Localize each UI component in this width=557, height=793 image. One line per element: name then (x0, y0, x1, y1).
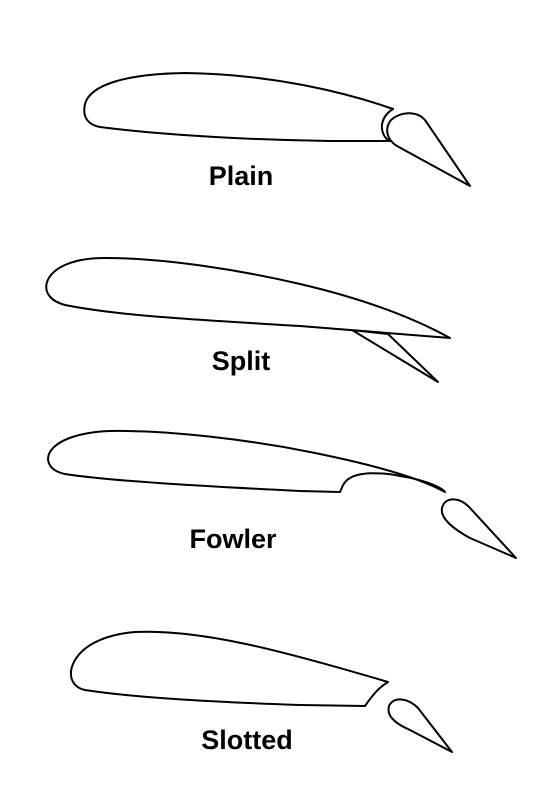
slotted-airfoil-body (69, 630, 389, 707)
plain-flap-label: Plain (209, 161, 274, 191)
plain-flap-element (386, 112, 471, 187)
slotted-flap-group: Slotted (69, 630, 453, 755)
fowler-flap-group: Fowler (47, 429, 517, 559)
split-flap-label: Split (212, 346, 271, 376)
plain-airfoil-body (83, 72, 394, 142)
split-airfoil-body (45, 257, 451, 339)
fowler-airfoil-body (47, 429, 446, 493)
split-flap-element (351, 329, 439, 383)
slotted-flap-element (387, 698, 453, 753)
fowler-flap-element (440, 498, 517, 559)
plain-flap-group: Plain (83, 72, 471, 191)
split-flap-group: Split (45, 257, 451, 383)
slotted-flap-label: Slotted (201, 725, 293, 755)
fowler-flap-label: Fowler (189, 524, 277, 554)
